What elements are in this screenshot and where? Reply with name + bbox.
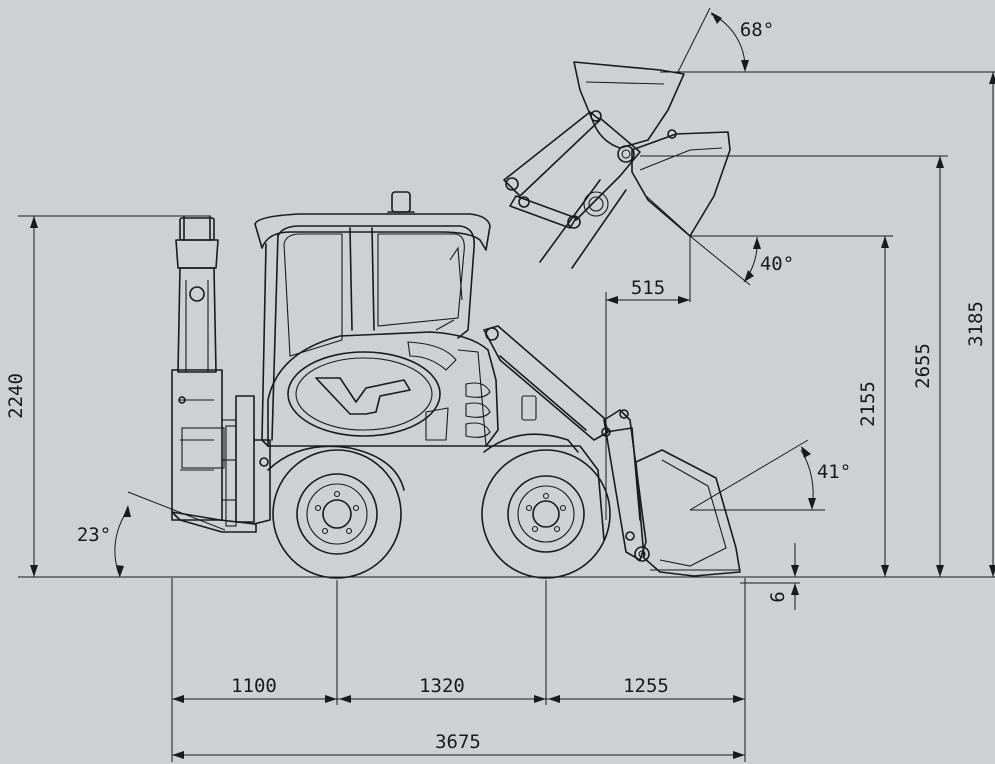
angle-ground-rollback: 41° bbox=[817, 461, 851, 483]
angle-max-rollback: 68° bbox=[740, 19, 774, 41]
cab-window-front bbox=[377, 233, 465, 327]
dim-rear-overhang: 1100 bbox=[231, 675, 277, 697]
loader-bucket-max-height bbox=[573, 61, 685, 149]
dim-dump-reach: 515 bbox=[631, 277, 665, 299]
dim-front-overhang: 1255 bbox=[623, 675, 669, 697]
rear-wheel bbox=[272, 449, 402, 579]
body-shell bbox=[267, 331, 499, 447]
angle-indicators bbox=[114, 7, 825, 578]
loader-arm-raised bbox=[503, 110, 677, 269]
loader-bucket-dump bbox=[631, 131, 731, 237]
dimension-labels: 1100 1320 1255 3675 515 2240 3185 2655 2… bbox=[5, 19, 987, 753]
dim-dig-depth: 6 bbox=[767, 591, 789, 602]
ground-and-extension-lines bbox=[18, 71, 995, 762]
cab-window-rear bbox=[283, 233, 343, 357]
backhoe-arm bbox=[171, 215, 271, 533]
dim-dump-height: 2155 bbox=[857, 381, 879, 427]
dim-hinge-pin-height: 2655 bbox=[912, 343, 934, 389]
angle-dump: 40° bbox=[760, 253, 794, 275]
dimension-lines bbox=[30, 72, 995, 759]
backhoe-loader-machine bbox=[171, 61, 741, 579]
dim-max-lift-height: 3185 bbox=[965, 301, 987, 347]
cab-rear-pillar bbox=[261, 243, 269, 447]
brand-logo-mark bbox=[315, 377, 411, 415]
dim-wheelbase: 1320 bbox=[419, 675, 465, 697]
beacon-icon bbox=[391, 191, 411, 213]
dim-overall-length: 3675 bbox=[435, 731, 481, 753]
front-wheel bbox=[481, 449, 611, 579]
angle-rear-departure: 23° bbox=[77, 524, 111, 546]
brand-logo-ellipse bbox=[287, 351, 441, 437]
loader-arm-lowered bbox=[483, 325, 650, 562]
loader-bucket-lowered bbox=[635, 449, 741, 577]
dim-overall-height: 2240 bbox=[5, 373, 27, 419]
